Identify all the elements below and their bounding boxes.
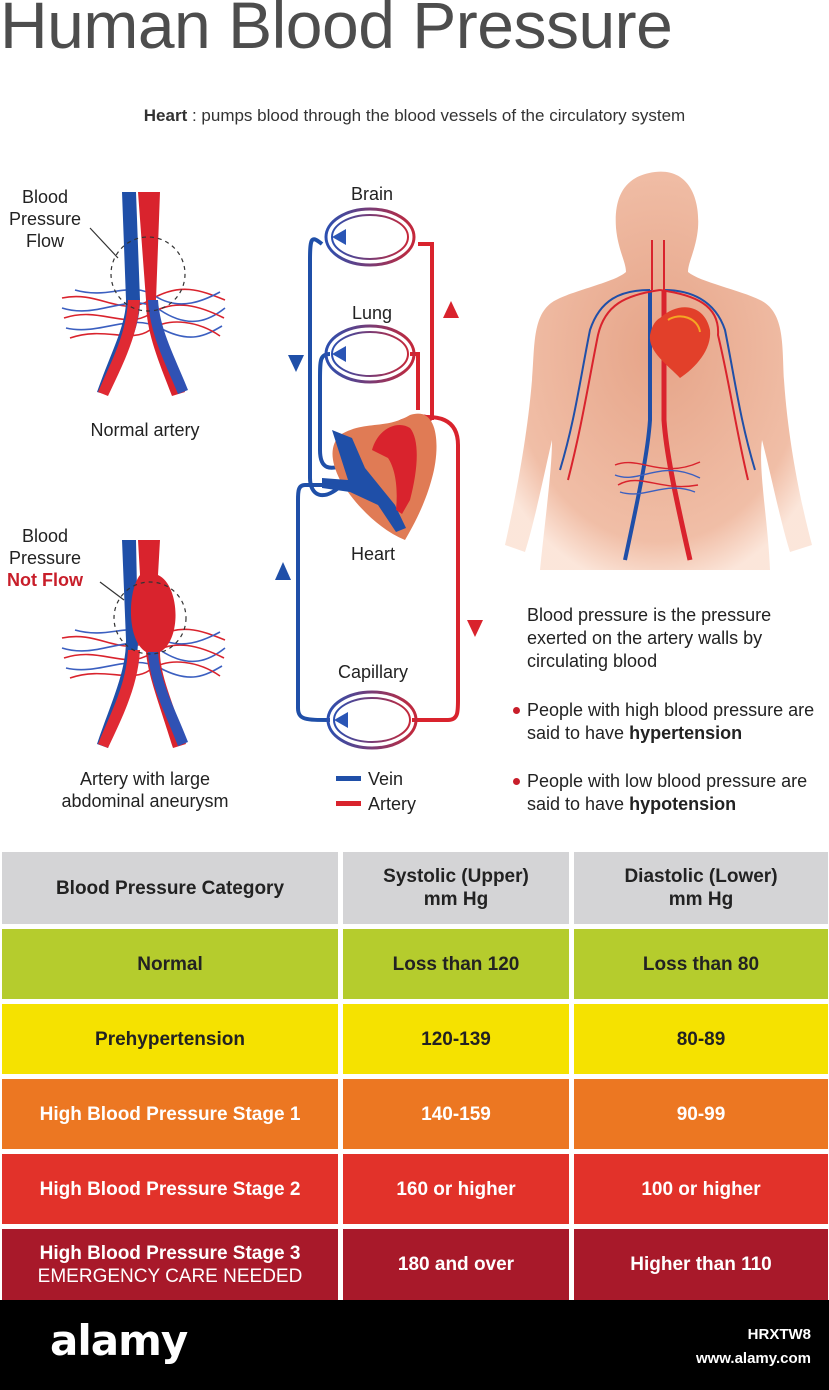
footer-info: HRXTW8 www.alamy.com — [696, 1323, 811, 1371]
legend-artery-swatch — [336, 801, 361, 806]
normal-artery-caption: Normal artery — [90, 420, 200, 440]
row-category: Normal — [2, 929, 338, 999]
heart-illustration — [322, 413, 437, 540]
row-diastolic: Loss than 80 — [574, 929, 828, 999]
flow-arrows — [275, 300, 483, 640]
table-row: High Blood Pressure Stage 1 140-159 90-9… — [0, 1079, 829, 1149]
row-category: High Blood Pressure Stage 1 — [2, 1079, 338, 1149]
aneurysm-caption-line-1: Artery with large — [79, 769, 211, 789]
legend-vein-swatch — [336, 776, 361, 781]
bullet-hypotension-term: hypotension — [629, 794, 737, 814]
row-diastolic: 90-99 — [574, 1079, 828, 1149]
normal-artery-label: Blood Pressure Flow — [0, 186, 90, 252]
page-title: Human Blood Pressure — [0, 0, 673, 62]
aneurysm-label-alert: Not Flow — [7, 570, 83, 590]
row-category: High Blood Pressure Stage 3 — [39, 1242, 301, 1264]
row-systolic: 160 or higher — [343, 1154, 569, 1224]
normal-label-line-3: Flow — [25, 231, 64, 251]
subtitle-bold: Heart — [143, 106, 188, 125]
bullet-hypertension-text: People with high blood pressure are said… — [527, 700, 815, 743]
header-systolic: Systolic (Upper) mm Hg — [343, 852, 569, 924]
row-systolic: 180 and over — [343, 1229, 569, 1300]
legend-vein-label: Vein — [368, 769, 404, 789]
row-systolic: 120-139 — [343, 1004, 569, 1074]
normal-label-line-2: Pressure — [8, 209, 82, 229]
row-category: Prehypertension — [2, 1004, 338, 1074]
row-emergency-note: EMERGENCY CARE NEEDED — [37, 1265, 303, 1287]
table-row: High Blood Pressure Stage 3 EMERGENCY CA… — [0, 1229, 829, 1300]
table-header-row: Blood Pressure Category Systolic (Upper)… — [0, 852, 829, 924]
normal-label-line-1: Blood — [21, 187, 69, 207]
table-row: Normal Loss than 120 Loss than 80 — [0, 929, 829, 999]
bullet-dot-icon — [513, 707, 520, 714]
bullet-hypotension: People with low blood pressure are said … — [511, 770, 829, 816]
header-diastolic: Diastolic (Lower) mm Hg — [574, 852, 828, 924]
row-diastolic: 80-89 — [574, 1004, 828, 1074]
legend-artery-label: Artery — [368, 794, 417, 814]
table-row: High Blood Pressure Stage 2 160 or highe… — [0, 1154, 829, 1224]
normal-artery-illustration — [61, 192, 226, 396]
aneurysm-label-line-1: Blood — [21, 526, 69, 546]
lung-capillary-ring — [324, 324, 416, 384]
organ-label-capillary: Capillary — [337, 662, 409, 682]
human-body-illustration — [505, 171, 812, 570]
bullet-dot-icon — [513, 778, 520, 785]
row-category-cell: High Blood Pressure Stage 3 EMERGENCY CA… — [2, 1229, 338, 1300]
footer-image-id: HRXTW8 — [747, 1326, 811, 1343]
footer-logo: alamy — [50, 1316, 188, 1365]
description-text: Blood pressure is the pressure exerted o… — [527, 605, 772, 671]
bullet-hypotension-text: People with low blood pressure are said … — [527, 771, 808, 814]
subtitle-rest: : pumps blood through the blood vessels … — [187, 106, 686, 125]
body-capillary-ring — [326, 690, 418, 750]
footer-site: www.alamy.com — [695, 1350, 811, 1367]
row-systolic: 140-159 — [343, 1079, 569, 1149]
header-category: Blood Pressure Category — [2, 852, 338, 924]
aneurysm-caption-line-2: abdominal aneurysm — [61, 791, 229, 811]
aneurysm-artery-caption: Artery with large abdominal aneurysm — [20, 768, 270, 812]
bullet-hypertension: People with high blood pressure are said… — [511, 699, 829, 745]
row-diastolic: 100 or higher — [574, 1154, 828, 1224]
row-category: High Blood Pressure Stage 2 — [2, 1154, 338, 1224]
circulation-diagram — [296, 237, 460, 722]
organ-label-lung: Lung — [351, 303, 393, 323]
footer-bar — [0, 1300, 829, 1390]
aneurysm-artery-illustration — [61, 540, 226, 748]
aneurysm-label-line-2: Pressure — [8, 548, 82, 568]
row-diastolic: Higher than 110 — [574, 1229, 828, 1300]
organ-label-heart: Heart — [350, 544, 395, 564]
row-systolic: Loss than 120 — [343, 929, 569, 999]
table-row: Prehypertension 120-139 80-89 — [0, 1004, 829, 1074]
bullet-hypertension-term: hypertension — [629, 723, 743, 743]
subtitle: Heart : pumps blood through the blood ve… — [0, 106, 829, 126]
organ-label-brain: Brain — [350, 184, 394, 204]
brain-capillary-ring — [324, 207, 416, 267]
illustration-canvas — [61, 171, 812, 806]
aneurysm-artery-label: Blood Pressure Not Flow — [0, 525, 90, 591]
